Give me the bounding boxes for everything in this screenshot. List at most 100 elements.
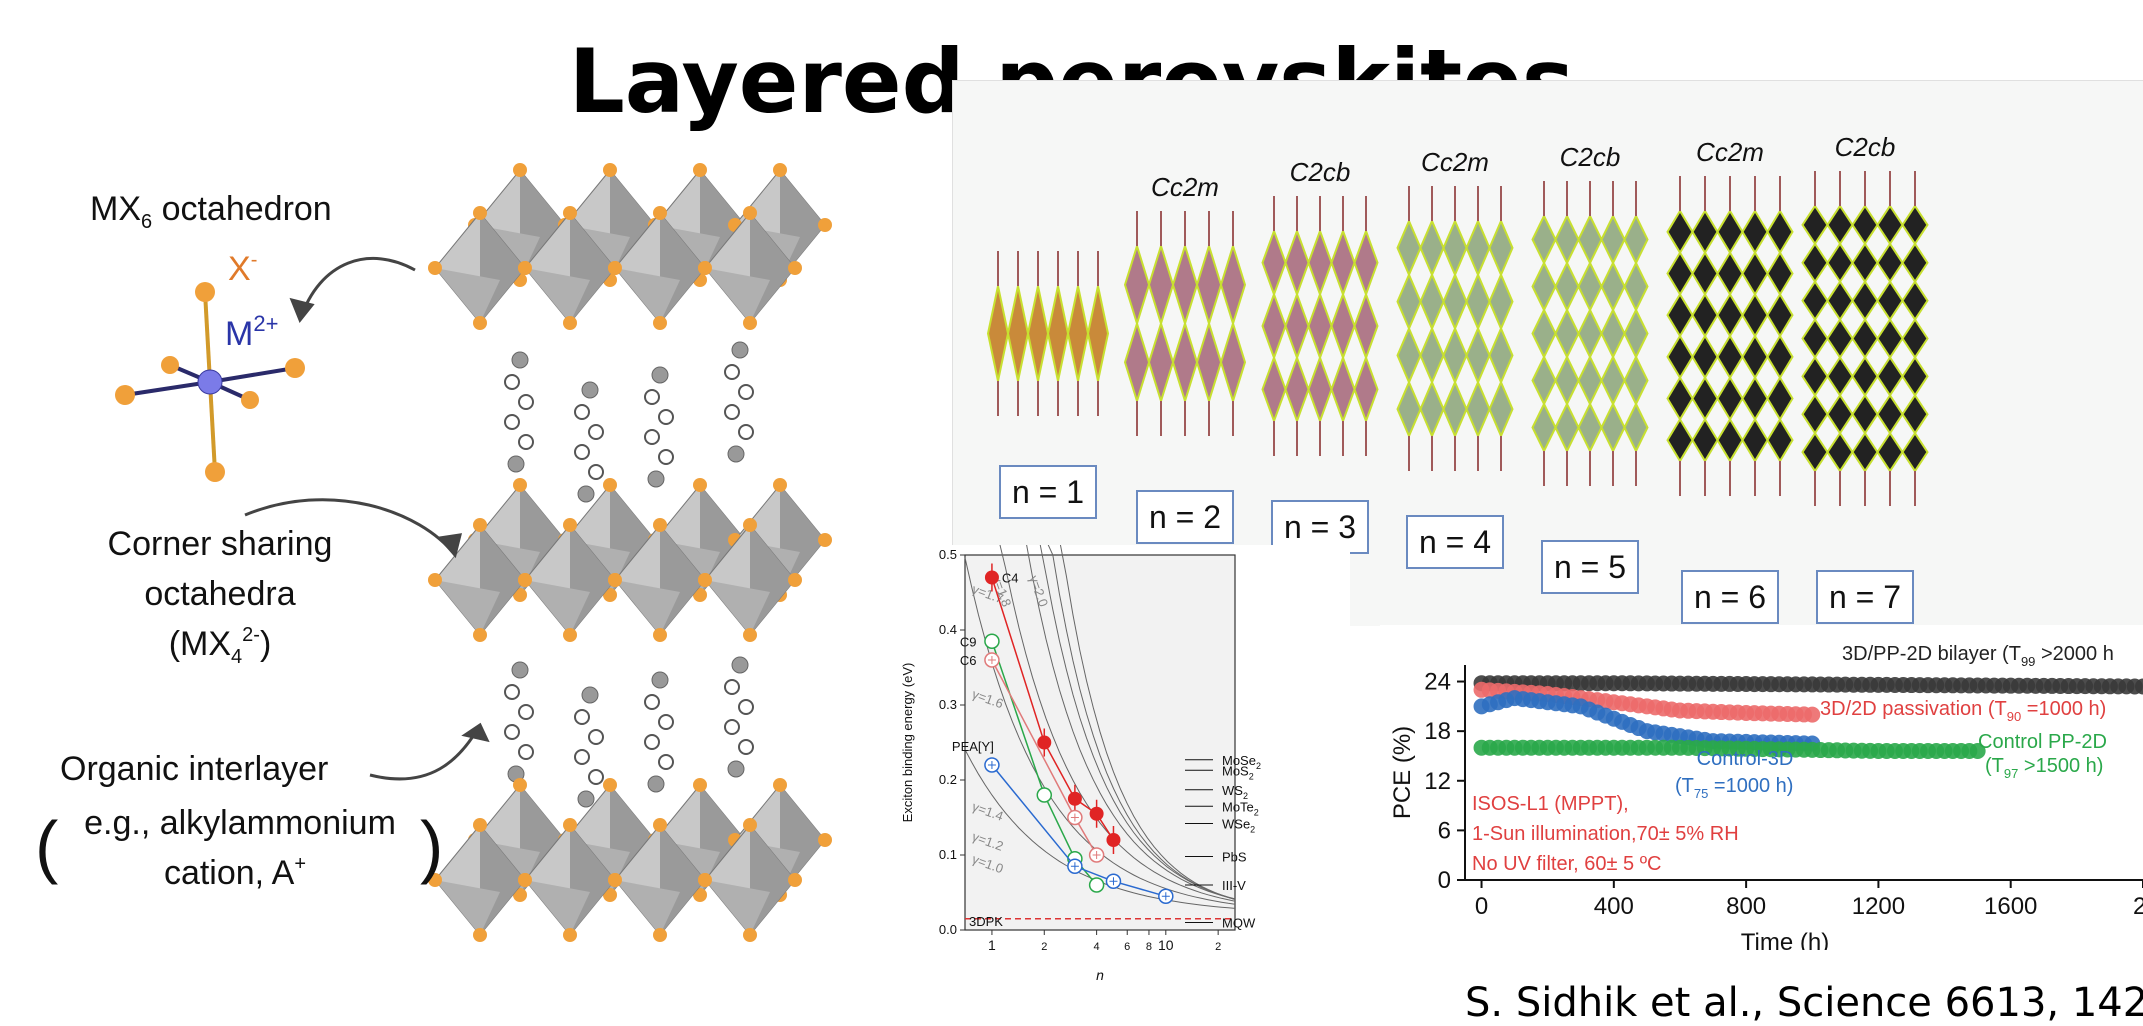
octahedron-unit xyxy=(1219,320,1247,405)
data-point xyxy=(1088,877,1105,893)
space-group-label: C2cb xyxy=(1560,142,1621,172)
data-point xyxy=(1067,791,1082,806)
octahedron-unit xyxy=(1442,325,1468,385)
gamma-curve xyxy=(1039,545,1236,900)
x-tick-label: 2 xyxy=(1215,941,1221,953)
n-label-box xyxy=(1136,490,1234,544)
y-tick-label: 24 xyxy=(1424,669,1451,696)
octahedron-unit xyxy=(1666,334,1694,380)
octahedron-unit xyxy=(1577,260,1603,313)
octahedron-unit xyxy=(1691,292,1719,338)
octahedron-unit xyxy=(1006,285,1030,382)
x-tick-label: 1200 xyxy=(1852,893,1905,920)
octahedron-unit xyxy=(1147,320,1175,405)
gamma-curve xyxy=(1026,545,1236,900)
octahedron-unit xyxy=(1801,431,1829,473)
octahedron-unit xyxy=(1531,213,1557,266)
octahedron-unit xyxy=(1691,417,1719,463)
organic-chains-lower xyxy=(504,656,754,808)
octahedron-unit xyxy=(1826,204,1854,246)
octahedron-unit xyxy=(1419,379,1445,439)
octahedron-unit xyxy=(1901,355,1929,398)
octahedron-unit xyxy=(1396,325,1422,385)
octahedron-unit xyxy=(1826,355,1854,398)
space-group-label: Cc2m xyxy=(1151,172,1219,202)
n-label: n = 2 xyxy=(1149,499,1221,535)
octahedron-unit xyxy=(1691,209,1719,255)
x-tick-label: 6 xyxy=(1124,941,1130,953)
gamma-curve xyxy=(999,545,1236,902)
data-point xyxy=(1037,735,1052,750)
octahedron-unit xyxy=(1766,375,1794,422)
octahedron-unit xyxy=(1442,272,1468,332)
octahedron-unit xyxy=(1623,354,1649,407)
octahedron-unit xyxy=(1195,242,1223,327)
octahedron-unit xyxy=(1554,213,1580,266)
octahedron-unit xyxy=(1691,375,1719,422)
m-ion-label: M2+ xyxy=(225,311,278,353)
octahedron-unit xyxy=(1554,354,1580,407)
n-label: n = 6 xyxy=(1694,579,1766,615)
octahedra-layer-top xyxy=(427,162,833,331)
y-tick-label: 0.1 xyxy=(939,847,957,862)
octahedron-unit xyxy=(1716,375,1744,422)
data-point xyxy=(1804,706,1821,723)
citation: S. Sidhik et al., Science 6613, 1425 (2 xyxy=(1465,980,2143,1026)
material-label: PbS xyxy=(1222,850,1247,865)
x-axis-label: n xyxy=(1096,967,1104,983)
octahedron-unit xyxy=(1554,401,1580,454)
condition-line-2: 1-Sun illumination,70± 5% RH xyxy=(1472,823,1739,845)
octahedron-unit xyxy=(1600,307,1626,360)
series-label: C4 xyxy=(1002,571,1019,586)
octahedron-unit xyxy=(1826,279,1854,322)
octahedron-unit xyxy=(1219,242,1247,327)
octahedron-unit xyxy=(1851,355,1879,398)
n-label-box xyxy=(1406,515,1504,569)
octahedron-unit xyxy=(1741,250,1769,297)
octahedron-unit xyxy=(1577,401,1603,454)
octahedron-unit xyxy=(1284,291,1310,361)
octahedron-unit xyxy=(1901,393,1929,435)
octahedron-unit xyxy=(1876,204,1904,246)
octahedron-unit xyxy=(1766,209,1794,255)
octahedron-unit xyxy=(1353,228,1379,298)
octahedra-layer-bottom xyxy=(427,777,833,943)
octahedron-unit xyxy=(1531,354,1557,407)
octahedron-unit xyxy=(1419,218,1445,278)
legend-control3d-2: (T75 =1000 h) xyxy=(1675,775,1793,801)
octahedron-unit xyxy=(1801,317,1829,360)
y-tick-label: 0.5 xyxy=(939,547,957,562)
octahedron-unit xyxy=(1691,250,1719,297)
octahedron-unit xyxy=(1330,291,1356,361)
data-point xyxy=(984,633,1000,649)
octahedron-unit xyxy=(1876,242,1904,284)
octahedron-unit xyxy=(1623,260,1649,313)
octahedron-unit xyxy=(1716,250,1744,297)
octahedron-unit xyxy=(1465,379,1491,439)
data-point xyxy=(1036,787,1053,803)
octahedron-unit xyxy=(1531,401,1557,454)
octahedron-unit xyxy=(1666,375,1694,422)
octahedron-unit xyxy=(1046,285,1070,382)
octahedron-unit xyxy=(1123,242,1151,327)
series-line xyxy=(991,764,1167,898)
octahedron-unit xyxy=(1261,291,1287,361)
data-point xyxy=(1106,833,1121,847)
series-line xyxy=(991,641,1098,886)
octahedron-unit xyxy=(1876,355,1904,398)
octahedron-unit xyxy=(1284,354,1310,424)
octahedron-unit xyxy=(1741,417,1769,463)
mx6-octahedron-model xyxy=(115,282,305,482)
octahedron-unit xyxy=(1766,250,1794,297)
octahedron-unit xyxy=(1851,242,1879,284)
material-label: MoSe2 xyxy=(1222,753,1261,771)
organic-interlayer-label: Organic interlayer xyxy=(60,750,328,788)
octahedron-unit xyxy=(1716,334,1744,380)
octahedron-unit xyxy=(1876,431,1904,473)
octahedron-unit xyxy=(1600,354,1626,407)
octahedron-unit xyxy=(1284,228,1310,298)
structure-n2: Cc2m n = 2 xyxy=(1123,172,1247,544)
octahedron-unit xyxy=(1577,307,1603,360)
octahedron-label: MX6 octahedron xyxy=(90,190,332,233)
